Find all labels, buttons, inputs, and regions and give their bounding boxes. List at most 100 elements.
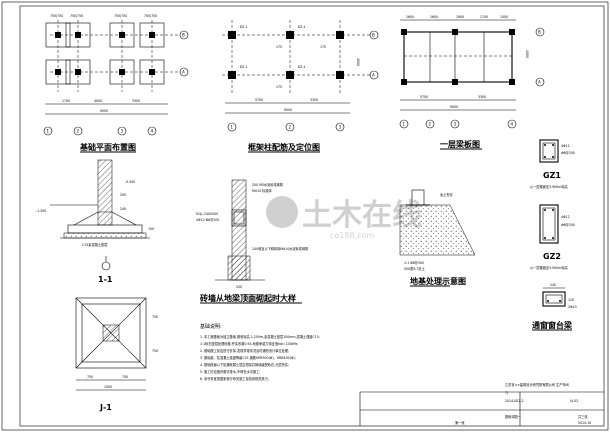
window-sill-detail: 240 120 2Φ10 通窗窗台梁 <box>532 283 577 331</box>
sp-axis-B: B <box>538 30 541 35</box>
fc-label-175-a: 175 <box>276 45 282 49</box>
section-1-1-title: 1-1 <box>98 275 113 284</box>
notes-heading: 基础说明: <box>200 323 222 330</box>
fc-axis-3: 3 <box>339 125 342 130</box>
note-line-5: 4. 基础底面以下如遇软弱土层应挖除并换填级配砂石,分层夯实; <box>200 362 289 367</box>
fp-top-dim-4: 750|750 <box>144 14 157 18</box>
s11-dim-240: 240 <box>120 207 126 211</box>
wall-detail: 200 M5水泥砂浆砌筑 MU10 标准砖 DQL-240X200 4Φ12 Φ… <box>196 179 309 304</box>
gz1-note: 从一层楼面至3.900m标高 <box>530 184 568 189</box>
fp-top-dim-3: 750|750 <box>114 14 127 18</box>
watermark-sub: co188.com <box>330 231 374 240</box>
frame-column-title: 框架柱配筋及定位图 <box>248 142 320 152</box>
j1-title: J-1 <box>99 403 112 412</box>
gt-soil: 素土夯实 <box>440 192 453 197</box>
s11-cushion: C15素混凝土垫层 <box>82 242 107 247</box>
fc-axis-B: B <box>372 33 375 38</box>
gt-lime: 1:1 Φ6@300 <box>404 261 424 265</box>
ground-treatment-title: 地基处理示意图 <box>410 276 466 286</box>
s11-dim-200: 200 <box>120 193 126 197</box>
tb-project: TJ <box>504 391 508 395</box>
tb-sheet: J4-02 <box>569 399 578 403</box>
tb-drawing-name: 基础详图一 <box>505 414 522 419</box>
frame-column-plan: KZ-1 KZ-1 KZ-1 KZ-1 175 175 175 5700 330… <box>222 20 379 153</box>
sp-axis-1: 1 <box>403 122 406 127</box>
sp-axis-4: 4 <box>511 122 514 127</box>
sp-axis-2: 2 <box>429 122 432 127</box>
tb-drawing-no: 2014-002-2 <box>505 399 524 403</box>
fc-label-kz1-a: KZ-1 <box>240 25 247 29</box>
fp-axis-A: A <box>182 70 185 75</box>
fp-dim-3300: 3300 <box>132 99 140 103</box>
gz2-stirrup: Φ6@200 <box>561 223 575 227</box>
j1-dim-750-a: 750 <box>87 375 93 379</box>
j1-side-750-a: 750 <box>152 315 158 319</box>
s11-dim-150: 150 <box>148 227 154 231</box>
note-line-7: 6. 未尽事宜按国家现行有关施工及验收规范执行。 <box>200 376 271 381</box>
tb-company: 江苏省××建筑设计研究院有限公司 生产车间 <box>505 382 569 387</box>
j1-dim-1500: 1500 <box>104 385 112 389</box>
fc-label-kz1-d: KZ-1 <box>298 65 305 69</box>
note-line-3: 2. 基础施工前应进行钎探,发现异常情况及时通知设计单位处理; <box>200 348 289 353</box>
j1-plan: 750 750 1500 750 750 J-1 <box>75 297 158 412</box>
fp-dim-4000: 4000 <box>94 99 102 103</box>
fp-dim-9000: 9000 <box>100 109 108 113</box>
fc-label-kz1-c: KZ-1 <box>240 65 247 69</box>
fp-axis-2: 2 <box>77 129 80 134</box>
fc-axis-A: A <box>372 73 375 78</box>
gt-rebar: 500宽3:7灰土 <box>404 266 426 271</box>
fc-label-kz1-b: KZ-1 <box>298 25 305 29</box>
sp-axis-A: A <box>538 80 541 85</box>
sp-axis-3: 3 <box>454 122 457 127</box>
note-line-6: 5. 施工时应做好基坑排水,不得在水中施工; <box>200 369 260 374</box>
wall-detail-title: 砖墙从地梁顶面砌起时大样 <box>200 293 296 303</box>
fp-axis-4: 4 <box>151 129 154 134</box>
fp-axis-B: B <box>182 33 185 38</box>
sill-rebar: 2Φ10 <box>568 305 577 309</box>
sill-dim-120: 120 <box>568 298 574 302</box>
fc-dim-9000: 9000 <box>284 108 292 112</box>
gz2-note: 从一层楼面至3.900m标高 <box>530 265 568 270</box>
tb-date: 2014.10 <box>578 421 591 425</box>
fc-dim-3300: 3300 <box>310 98 318 102</box>
sp-dim-9000: 9000 <box>450 105 458 109</box>
fp-axis-1: 1 <box>47 129 50 134</box>
fp-axis-3: 3 <box>121 129 124 134</box>
sp-top-dim-4: 1700 <box>480 15 488 19</box>
gz2-title: GZ2 <box>543 252 561 261</box>
s11-elev-0050: -0.050 <box>125 180 135 184</box>
note-line-2: 1:1砂石垫层处理地基,夯实系数0.94,地基承载力特征值fak=100kPa; <box>200 341 298 346</box>
window-sill-title: 通窗窗台梁 <box>532 320 573 330</box>
gz1-stirrup: Φ6@200 <box>561 151 575 155</box>
gz1-title: GZ1 <box>543 171 561 180</box>
slab-plan-title: 一层梁板图 <box>440 139 480 149</box>
fc-label-175-c: 175 <box>276 85 282 89</box>
sheet-inner-border <box>19 5 605 427</box>
title-block: 江苏省××建筑设计研究院有限公司 生产车间 TJ 2014-002-2 J4-0… <box>359 382 604 426</box>
fc-dim-5700: 5700 <box>255 98 263 102</box>
gz2-rebar: 4Φ12 <box>561 215 570 219</box>
wall-note-240: 240墙及以下砌体用Mb10水泥砂浆砌筑 <box>252 246 309 251</box>
notes-block: 基础说明: 1. 本工程基础为独立基础,基底标高-1.200m,素混凝土垫层10… <box>200 323 320 381</box>
tb-page: 第一张 <box>455 420 465 425</box>
sp-top-dim-5: 1000 <box>500 15 508 19</box>
wall-dql-rebar: 4Φ12 Φ6@200 <box>196 218 219 222</box>
section-1-1: -1.200 -0.050 C15素混凝土垫层 240 150 200 1-1 <box>36 159 154 284</box>
gz2-detail: 4Φ12 Φ6@200 GZ2 从一层楼面至3.900m标高 <box>530 204 575 270</box>
foundation-plan: 750|750 750|750 750|750 750|750 1700 400… <box>43 14 189 153</box>
slab-plan: 1600 1600 1900 1700 1000 5700 3300 9000 … <box>399 15 545 150</box>
sp-top-dim-3: 1900 <box>456 15 464 19</box>
fc-axis-2: 2 <box>289 125 292 130</box>
gz1-detail: 4Φ12 Φ6@200 GZ1 从一层楼面至3.900m标高 <box>530 139 575 189</box>
wall-dim-200: 200 <box>236 285 242 289</box>
j1-dim-750-b: 750 <box>122 375 128 379</box>
note-line-1: 1. 本工程基础为独立基础,基底标高-1.200m,素混凝土垫层100mm,混凝… <box>200 334 320 339</box>
watermark: 土木在线 co188.com <box>266 196 422 240</box>
wall-brick: MU10 标准砖 <box>252 188 273 193</box>
fp-top-dim-2: 750|750 <box>70 14 83 18</box>
gz1-rebar: 4Φ12 <box>561 144 570 148</box>
s11-elev-1200: -1.200 <box>36 209 46 213</box>
note-line-4: 3. 基础梁、柱混凝土强度等级C25,钢筋HPB300(Φ)、HRB400(Φ)… <box>200 355 296 360</box>
